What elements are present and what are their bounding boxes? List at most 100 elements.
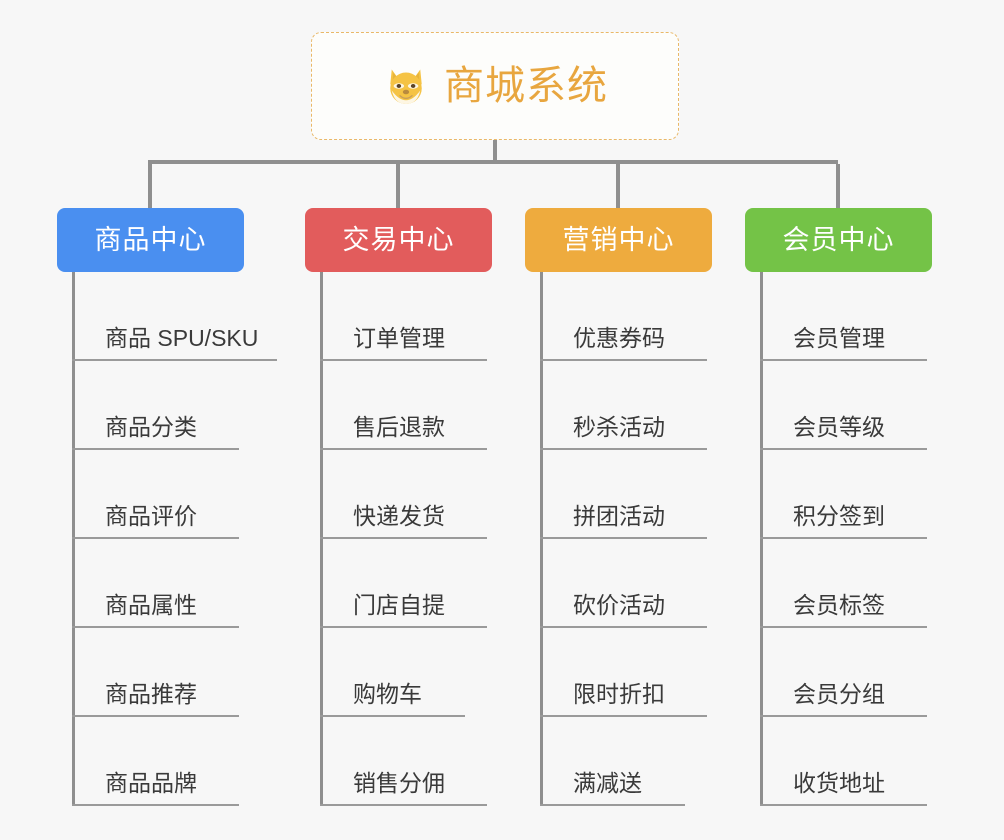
leaf-item[interactable]: 商品品牌 — [72, 717, 302, 806]
leaf-item[interactable]: 会员分组 — [760, 628, 990, 717]
root-node[interactable]: 商城系统 — [311, 32, 679, 140]
leaf-rule — [320, 359, 487, 361]
root-title: 商城系统 — [444, 64, 608, 108]
leaf-label: 会员等级 — [793, 414, 885, 440]
leaf-label: 售后退款 — [353, 414, 445, 440]
leaf-rule — [320, 715, 465, 717]
leaf-rule — [540, 448, 707, 450]
leaf-label: 满减送 — [573, 770, 642, 796]
leaf-item[interactable]: 秒杀活动 — [540, 361, 770, 450]
leaf-item[interactable]: 快递发货 — [320, 450, 550, 539]
leaf-item[interactable]: 限时折扣 — [540, 628, 770, 717]
branch-header-2[interactable]: 交易中心 — [305, 208, 492, 272]
leaf-item[interactable]: 拼团活动 — [540, 450, 770, 539]
leaf-label: 砍价活动 — [573, 592, 665, 618]
branch-column-3: 营销中心 优惠券码 秒杀活动 拼团活动 砍价活动 限时折扣 — [525, 164, 712, 806]
leaf-item[interactable]: 收货地址 — [760, 717, 990, 806]
leaf-rule — [540, 715, 707, 717]
leaf-item[interactable]: 会员标签 — [760, 539, 990, 628]
branch-drop-line — [616, 164, 620, 208]
leaf-rule — [760, 626, 927, 628]
leaf-label: 积分签到 — [793, 503, 885, 529]
leaf-item[interactable]: 售后退款 — [320, 361, 550, 450]
leaf-list-2: 订单管理 售后退款 快递发货 门店自提 购物车 销售分佣 — [320, 272, 550, 806]
leaf-rule — [72, 359, 277, 361]
branch-drop-line — [396, 164, 400, 208]
leaf-label: 限时折扣 — [573, 681, 665, 707]
leaf-list-3: 优惠券码 秒杀活动 拼团活动 砍价活动 限时折扣 满减送 — [540, 272, 770, 806]
leaf-label: 会员标签 — [793, 592, 885, 618]
leaf-rule — [540, 626, 707, 628]
branch-header-1[interactable]: 商品中心 — [57, 208, 244, 272]
leaf-label: 购物车 — [353, 681, 422, 707]
leaf-label: 门店自提 — [353, 592, 445, 618]
branch-header-label: 会员中心 — [782, 224, 895, 255]
leaf-rule — [72, 804, 239, 806]
branch-header-4[interactable]: 会员中心 — [745, 208, 932, 272]
leaf-label: 秒杀活动 — [573, 414, 665, 440]
leaf-rule — [540, 359, 707, 361]
branch-header-label: 商品中心 — [94, 224, 207, 255]
leaf-rule — [72, 715, 239, 717]
branch-column-4: 会员中心 会员管理 会员等级 积分签到 会员标签 会员分组 — [745, 164, 932, 806]
leaf-list-4: 会员管理 会员等级 积分签到 会员标签 会员分组 收货地址 — [760, 272, 990, 806]
leaf-item[interactable]: 门店自提 — [320, 539, 550, 628]
leaf-item[interactable]: 商品评价 — [72, 450, 302, 539]
leaf-label: 收货地址 — [793, 770, 885, 796]
leaf-rule — [72, 448, 239, 450]
root-stem-line — [493, 140, 497, 164]
leaf-label: 商品品牌 — [105, 770, 197, 796]
branch-drop-line — [836, 164, 840, 208]
leaf-item[interactable]: 购物车 — [320, 628, 550, 717]
leaf-label: 订单管理 — [353, 325, 445, 351]
leaf-label: 商品评价 — [105, 503, 197, 529]
leaf-rule — [760, 359, 927, 361]
branch-bus-line — [148, 160, 838, 164]
leaf-item[interactable]: 订单管理 — [320, 272, 550, 361]
leaf-label: 快递发货 — [353, 503, 445, 529]
leaf-rule — [760, 448, 927, 450]
branch-drop-line — [148, 164, 152, 208]
leaf-list-1: 商品 SPU/SKU 商品分类 商品评价 商品属性 商品推荐 商品品牌 — [72, 272, 302, 806]
leaf-label: 商品推荐 — [105, 681, 197, 707]
leaf-item[interactable]: 砍价活动 — [540, 539, 770, 628]
leaf-rule — [72, 537, 239, 539]
leaf-label: 会员管理 — [793, 325, 885, 351]
leaf-item[interactable]: 销售分佣 — [320, 717, 550, 806]
leaf-item[interactable]: 商品属性 — [72, 539, 302, 628]
leaf-item[interactable]: 商品推荐 — [72, 628, 302, 717]
leaf-rule — [320, 448, 487, 450]
leaf-rule — [760, 804, 927, 806]
leaf-item[interactable]: 会员管理 — [760, 272, 990, 361]
branch-column-1: 商品中心 商品 SPU/SKU 商品分类 商品评价 商品属性 商品推荐 — [57, 164, 277, 806]
branch-header-label: 营销中心 — [562, 224, 675, 255]
leaf-label: 会员分组 — [793, 681, 885, 707]
leaf-item[interactable]: 会员等级 — [760, 361, 990, 450]
branch-header-label: 交易中心 — [342, 224, 455, 255]
leaf-rule — [760, 537, 927, 539]
leaf-rule — [320, 537, 487, 539]
leaf-item[interactable]: 商品分类 — [72, 361, 302, 450]
leaf-rule — [320, 804, 487, 806]
leaf-spine — [540, 272, 543, 806]
leaf-item[interactable]: 商品 SPU/SKU — [72, 272, 302, 361]
leaf-item[interactable]: 满减送 — [540, 717, 770, 806]
branch-header-3[interactable]: 营销中心 — [525, 208, 712, 272]
leaf-rule — [320, 626, 487, 628]
leaf-rule — [760, 715, 927, 717]
leaf-label: 商品 SPU/SKU — [105, 325, 259, 351]
leaf-label: 商品分类 — [105, 414, 197, 440]
leaf-label: 商品属性 — [105, 592, 197, 618]
leaf-label: 优惠券码 — [573, 325, 665, 351]
shiba-dog-face-icon — [382, 62, 430, 110]
leaf-item[interactable]: 优惠券码 — [540, 272, 770, 361]
leaf-label: 销售分佣 — [353, 770, 445, 796]
leaf-spine — [72, 272, 75, 806]
leaf-spine — [320, 272, 323, 806]
leaf-label: 拼团活动 — [573, 503, 665, 529]
leaf-item[interactable]: 积分签到 — [760, 450, 990, 539]
leaf-rule — [72, 626, 239, 628]
branch-column-2: 交易中心 订单管理 售后退款 快递发货 门店自提 购物车 — [305, 164, 492, 806]
leaf-rule — [540, 537, 707, 539]
